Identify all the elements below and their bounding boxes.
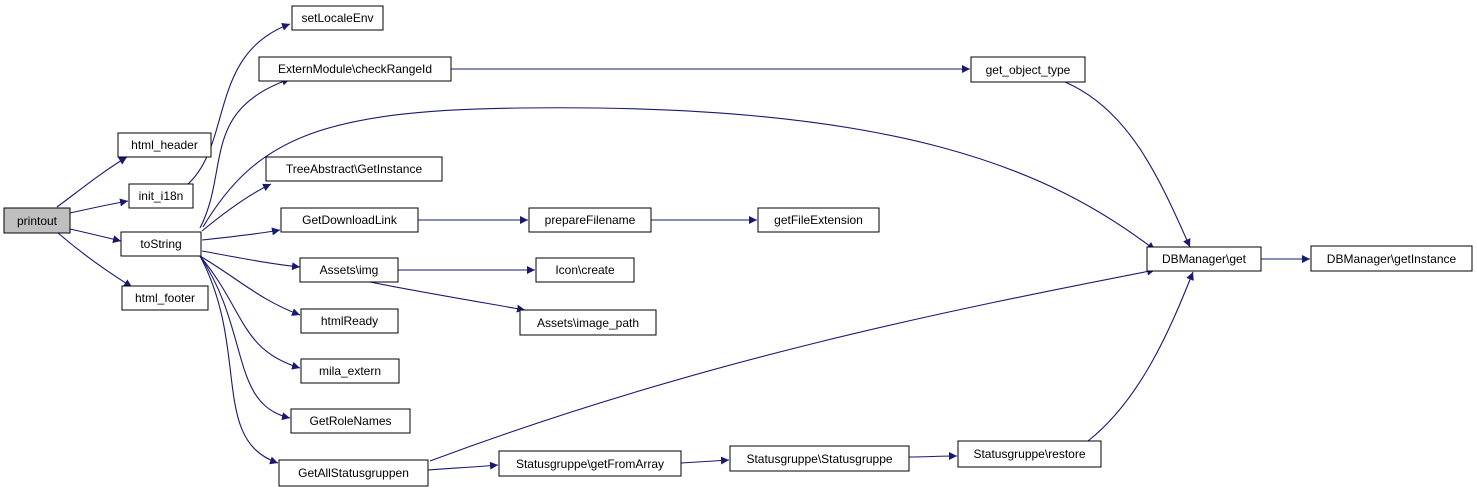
- node-label: Statusgruppe\getFromArray: [516, 457, 664, 471]
- node-label: html_header: [131, 138, 198, 152]
- node-getfileextension[interactable]: getFileExtension: [757, 207, 880, 233]
- node-htmlready[interactable]: htmlReady: [300, 308, 399, 334]
- edge-assetsimg-imagepath: [369, 281, 526, 313]
- node-label: Assets\img: [320, 263, 379, 277]
- node-dbgetinstance[interactable]: DBManager\getInstance: [1310, 245, 1473, 272]
- node-label: get_object_type: [986, 63, 1071, 77]
- node-label: Statusgruppe\Statusgruppe: [746, 452, 892, 466]
- node-label: Assets\image_path: [537, 316, 639, 330]
- node-assetsimg[interactable]: Assets\img: [299, 257, 399, 283]
- node-init-i18n[interactable]: init_i18n: [128, 183, 194, 209]
- node-label: TreeAbstract\GetInstance: [286, 162, 423, 176]
- node-label: setLocaleEnv: [301, 11, 373, 25]
- edge-tostring-getallstatusgruppen: [199, 255, 279, 465]
- edge-tostring-dbget: [202, 107, 1156, 251]
- edge-printout-html-footer: [57, 232, 133, 288]
- edge-printout-init-i18n: [69, 198, 129, 214]
- node-label: prepareFilename: [545, 213, 636, 227]
- node-label: printout: [17, 214, 58, 228]
- edge-tostring-htmlready: [199, 255, 301, 316]
- node-label: GetDownloadLink: [302, 213, 398, 227]
- edge-tostring-treeinstance: [201, 183, 272, 232]
- node-getrolenames[interactable]: GetRoleNames: [290, 408, 411, 434]
- node-milaextern[interactable]: mila_extern: [300, 358, 400, 384]
- node-printout[interactable]: printout: [3, 207, 71, 234]
- edge-getallstatusgruppen-sggetfromarray: [427, 461, 499, 471]
- node-tostring[interactable]: toString: [120, 231, 202, 257]
- node-label: mila_extern: [319, 364, 381, 378]
- node-dbget[interactable]: DBManager\get: [1146, 246, 1262, 272]
- node-sgconstruct[interactable]: Statusgruppe\Statusgruppe: [729, 445, 910, 472]
- node-label: getFileExtension: [774, 213, 863, 227]
- node-preparefilename[interactable]: prepareFilename: [528, 207, 652, 233]
- node-getallstatusgruppen[interactable]: GetAllStatusgruppen: [278, 459, 429, 487]
- edge-sgconstruct-sgrestore: [908, 452, 958, 461]
- edge-sggetfromarray-sgconstruct: [680, 456, 730, 465]
- node-label: DBManager\getInstance: [1327, 252, 1457, 266]
- edge-getobjecttype-dbget: [1064, 81, 1191, 248]
- node-html-header[interactable]: html_header: [117, 132, 212, 158]
- edge-printout-tostring: [69, 228, 122, 244]
- node-label: Icon\create: [555, 263, 615, 277]
- node-getdownloadlink[interactable]: GetDownloadLink: [280, 207, 419, 233]
- node-checkrangeid[interactable]: ExternModule\checkRangeId: [258, 56, 452, 82]
- edge-getallstatusgruppen-dbget: [429, 267, 1156, 462]
- edge-init-i18n-setlocaleenv: [181, 22, 291, 190]
- node-label: html_footer: [135, 291, 195, 305]
- node-label: ExternModule\checkRangeId: [278, 62, 432, 76]
- edge-tostring-milaextern: [199, 255, 301, 370]
- edge-printout-html-header: [56, 156, 128, 208]
- node-label: DBManager\get: [1162, 252, 1247, 266]
- edge-tostring-getdownloadlink: [201, 227, 281, 241]
- node-iconcreate[interactable]: Icon\create: [535, 257, 635, 283]
- node-treeinstance[interactable]: TreeAbstract\GetInstance: [265, 156, 443, 182]
- node-setlocaleenv[interactable]: setLocaleEnv: [291, 5, 384, 31]
- node-sggetfromarray[interactable]: Statusgruppe\getFromArray: [498, 450, 682, 477]
- edge-tostring-checkrangeid: [199, 77, 291, 229]
- node-label: Statusgruppe\restore: [973, 447, 1085, 461]
- node-imagepath[interactable]: Assets\image_path: [519, 309, 657, 336]
- edge-tostring-assetsimg: [201, 250, 301, 271]
- node-label: GetAllStatusgruppen: [298, 466, 409, 480]
- node-getobjecttype[interactable]: get_object_type: [970, 56, 1086, 83]
- node-label: htmlReady: [321, 314, 378, 328]
- node-label: GetRoleNames: [309, 414, 391, 428]
- node-label: toString: [140, 237, 181, 251]
- edge-sgrestore-dbget: [1087, 271, 1194, 442]
- node-html-footer[interactable]: html_footer: [121, 285, 209, 311]
- node-sgrestore[interactable]: Statusgruppe\restore: [957, 440, 1102, 468]
- edge-tostring-getrolenames: [199, 255, 291, 421]
- node-label: init_i18n: [139, 189, 184, 203]
